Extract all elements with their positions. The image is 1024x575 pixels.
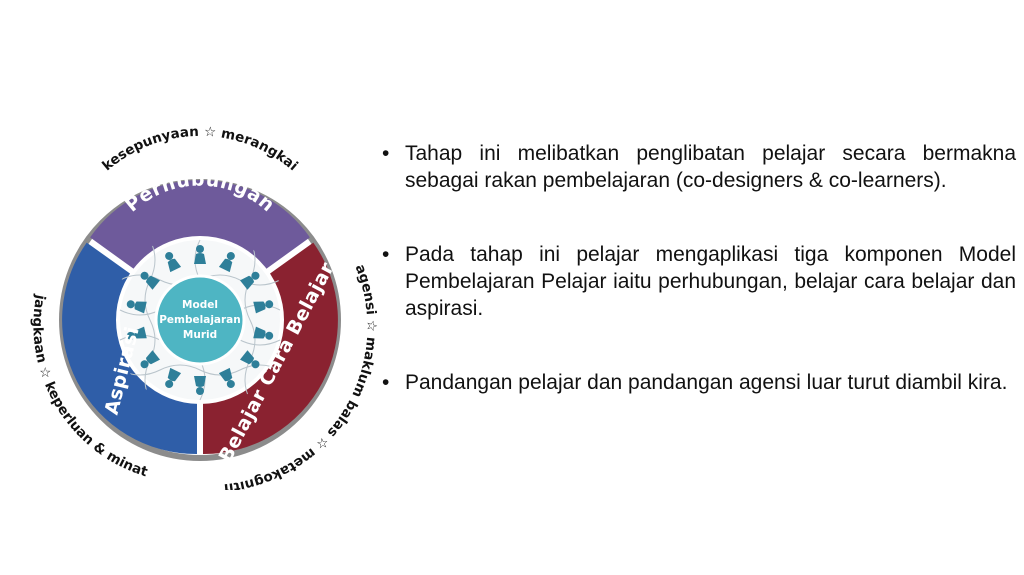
student-figure (165, 251, 182, 273)
segment-perhubungan (90, 180, 310, 273)
student-figure (165, 367, 182, 389)
bullet-item: • Pandangan pelajar dan pandangan agensi… (380, 369, 1016, 396)
student-figure (253, 326, 274, 340)
student-figure (140, 350, 160, 369)
bullet-marker: • (382, 371, 390, 394)
bullet-item: • Pada tahap ini pelajar mengaplikasi ti… (380, 241, 1016, 322)
bullet-list: • Tahap ini melibatkan penglibatan pelaj… (380, 140, 1016, 443)
bullet-marker: • (382, 243, 390, 266)
center-label-line3: Murid (183, 329, 217, 341)
segment-aspirasi (62, 242, 197, 455)
student-figure (240, 350, 260, 369)
student-figure (126, 300, 147, 314)
student-figure (218, 367, 235, 389)
center-label-line2: Pembelajaran (159, 314, 241, 326)
student-learning-model-diagram: Model Pembelajaran Murid Perhubungan Asp… (20, 110, 380, 490)
bullet-text: Tahap ini melibatkan penglibatan pelajar… (405, 142, 1016, 192)
diagram-svg: Model Pembelajaran Murid Perhubungan Asp… (29, 124, 379, 490)
student-figure (126, 326, 147, 340)
student-figure (240, 271, 260, 290)
student-figure (253, 300, 274, 314)
center-label-line1: Model (182, 299, 218, 311)
center-circle (154, 274, 246, 366)
student-figure (218, 251, 235, 273)
segment-belajar-cara-belajar (203, 242, 338, 455)
bullet-item: • Tahap ini melibatkan penglibatan pelaj… (380, 140, 1016, 194)
student-figure (194, 245, 206, 264)
ring-label-top: kesepunyaan ☆ merangkai (99, 124, 301, 174)
bullet-marker: • (382, 142, 390, 165)
student-figure (194, 376, 206, 395)
bullet-text: Pada tahap ini pelajar mengaplikasi tiga… (405, 243, 1016, 320)
student-figures (126, 245, 274, 395)
student-figure (140, 271, 160, 290)
bullet-text: Pandangan pelajar dan pandangan agensi l… (405, 371, 1008, 394)
